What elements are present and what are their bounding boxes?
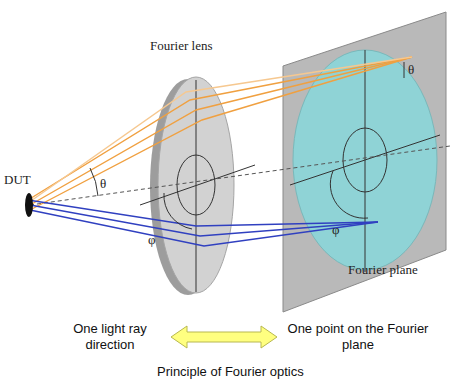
lens-axis xyxy=(140,165,255,205)
theta-mark xyxy=(404,62,405,78)
phi-arc xyxy=(330,171,368,218)
plane-axis xyxy=(290,135,440,185)
angle-symbol: θ xyxy=(100,176,106,192)
node-text: One point on the Fourier plane xyxy=(283,321,433,353)
dut-source xyxy=(25,193,33,217)
lens-label: Fourier lens xyxy=(150,38,212,54)
plane-label: Fourier plane xyxy=(348,262,418,278)
caption: Principle of Fourier optics xyxy=(157,364,304,379)
angle-symbol: φ xyxy=(332,222,340,238)
angle-symbol: φ xyxy=(148,232,156,248)
phi-arc xyxy=(164,193,192,229)
text-box: One light ray direction xyxy=(55,321,165,353)
optical-axis xyxy=(30,146,450,205)
text-box: One point on the Fourier plane xyxy=(283,321,433,353)
lens-circle xyxy=(177,155,215,215)
dut-label: DUT xyxy=(4,172,31,188)
double-arrow xyxy=(171,326,277,348)
node-text: One light ray direction xyxy=(55,321,165,353)
angle-symbol: θ xyxy=(408,62,414,78)
orange-rays xyxy=(28,57,412,210)
theta-arc xyxy=(90,168,98,196)
plane-axis xyxy=(365,50,366,272)
fourier-plane-screen xyxy=(283,12,446,312)
blue-rays xyxy=(28,200,378,246)
